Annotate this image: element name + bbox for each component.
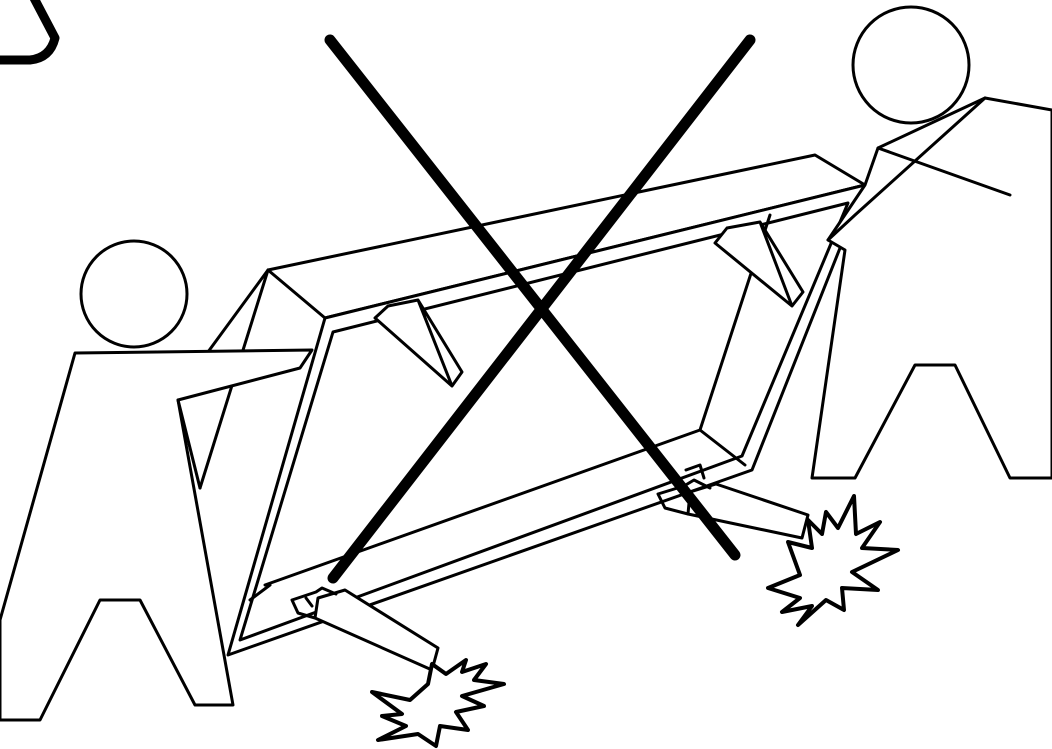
furniture-leg [290, 586, 440, 672]
prohibition-cross-icon [324, 34, 756, 584]
corner-arrow-icon [0, 0, 60, 65]
corner-block [713, 220, 805, 308]
person-left [0, 239, 314, 722]
impact-burst-icon [766, 494, 900, 627]
impact-burst-icon [370, 658, 506, 748]
furniture-frame [173, 153, 867, 657]
corner-block [373, 298, 464, 388]
person-right [810, 5, 1052, 480]
